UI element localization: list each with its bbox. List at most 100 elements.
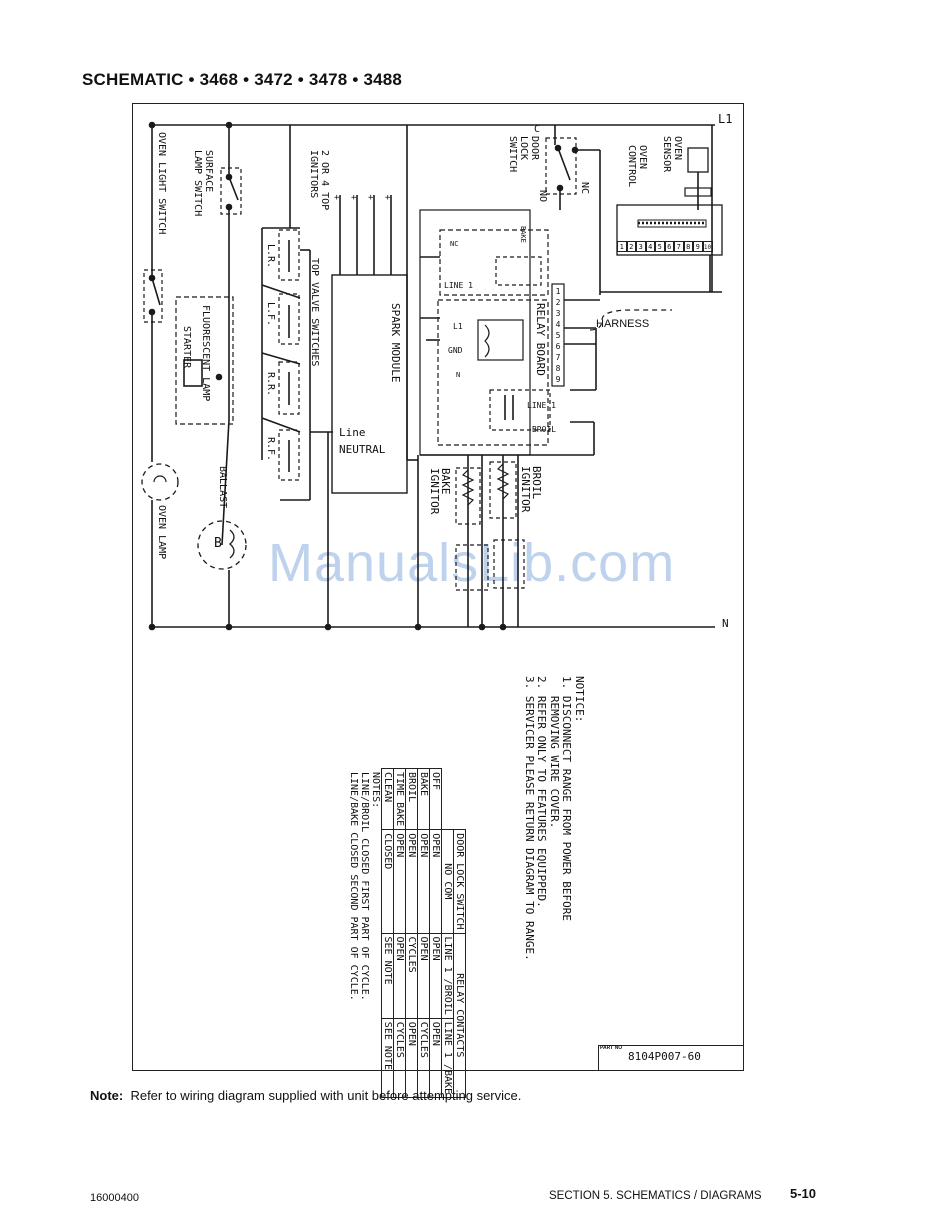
switch-state-table: DOOR LOCK SWITCH RELAY CONTACTS NO COM L…	[381, 768, 466, 1098]
oven-light-switch-label: OVEN LIGHT SWITCH	[156, 132, 167, 235]
no-label: NO	[537, 190, 548, 203]
harness-label: HARNESS	[596, 318, 650, 330]
bake-ignitor-label-2: IGNITOR	[428, 468, 441, 515]
surface-lamp-label-1: SURFACE	[203, 150, 214, 193]
doc-number: 16000400	[90, 1192, 139, 1204]
valve-lr-label: L.R.	[265, 244, 276, 269]
svg-text:+: +	[351, 193, 357, 203]
control-terminal: 8	[683, 241, 693, 252]
door-lock-switch	[545, 125, 601, 295]
valve-rr-label: R.R.	[265, 372, 276, 397]
relay-terminal: 8	[555, 364, 561, 373]
notes-heading: NOTES:	[370, 772, 381, 809]
table-notes: NOTES: LINE/BROIL CLOSED FIRST PART OF C…	[348, 768, 381, 1115]
relay-terminal: 2	[555, 298, 561, 307]
ignitors-label-1: 2 OR 4 TOP	[319, 150, 330, 211]
oven-sensor-label-2: SENSOR	[661, 136, 672, 173]
ballast-symbol: B	[214, 536, 222, 551]
control-terminal: 7	[674, 241, 684, 252]
broil-cell: SEE NOTE	[381, 933, 394, 1019]
switch-state-table-wrap: DOOR LOCK SWITCH RELAY CONTACTS NO COM L…	[308, 768, 466, 1115]
relay-terminal-strip: 1 2 3 4 5 6 7 8 9	[552, 286, 564, 385]
door-lock-label-1: DOOR	[529, 136, 540, 161]
mode-cell: CLEAN	[381, 768, 394, 830]
bake-cell: CYCLES	[417, 1018, 430, 1098]
relay-bake-label: BAKE	[519, 226, 527, 243]
broil-cell: CYCLES	[405, 933, 418, 1019]
bake-cell: SEE NOTE	[381, 1018, 394, 1098]
bake-cell: OPEN	[405, 1018, 418, 1098]
note-line: LINE/BAKE CLOSED SECOND PART OF CYCLE.	[348, 772, 359, 1001]
bake-cell: OPEN	[429, 1018, 442, 1098]
relay-line1-b-label: LINE 1	[527, 401, 556, 410]
control-terminal: 6	[664, 241, 674, 252]
relay-l1-label: L1	[453, 322, 463, 331]
oven-control	[600, 125, 723, 293]
watermark: ManualsLib.com	[268, 533, 676, 593]
page-number: 5-10	[790, 1186, 817, 1201]
ignitor-leads: + + + +	[334, 193, 392, 275]
notice-block: NOTICE: 1. DISCONNECT RANGE FROM POWER B…	[523, 676, 586, 961]
relay-line1-label: LINE 1	[444, 281, 473, 290]
starter-label: STARTER	[181, 326, 192, 369]
page-title: SCHEMATIC • 3468 • 3472 • 3478 • 3488	[82, 70, 403, 89]
control-terminal: 1	[617, 241, 627, 252]
col-bake: LINE 1 /BAKE	[441, 1018, 454, 1098]
notice-heading: NOTICE:	[573, 676, 586, 723]
relay-terminal: 3	[555, 309, 561, 318]
top-valve-switches	[261, 125, 333, 501]
relay-nc-label: NC	[450, 240, 459, 248]
control-terminal: 9	[693, 241, 703, 252]
relay-board	[419, 209, 600, 456]
mode-cell: TIME BAKE	[393, 768, 406, 830]
mode-cell: BROIL	[405, 768, 418, 830]
relay-board-label: RELAY BOARD	[534, 303, 547, 376]
valve-rf-label: R.F.	[265, 437, 276, 462]
oven-control-label-1: OVEN	[637, 145, 648, 170]
relay-broil-label: BROIL	[532, 425, 557, 434]
ignitors-label-2: IGNITORS	[308, 150, 319, 199]
table-row: BAKE OPEN OPEN CYCLES	[417, 768, 430, 1098]
note-label: Note:	[90, 1088, 124, 1103]
relay-terminal: 7	[555, 353, 561, 362]
line-label: Line	[339, 426, 366, 439]
oven-control-label-2: CONTROL	[626, 145, 637, 188]
svg-text:+: +	[334, 193, 340, 203]
ballast-label: BALLAST	[217, 466, 228, 509]
door-lock-label-3: SWITCH	[507, 136, 518, 173]
broil-cell: OPEN	[417, 933, 430, 1019]
notice-item: REMOVING WIRE COVER.	[548, 676, 561, 829]
notice-item: 2. REFER ONLY TO FEATURES EQUIPPED.	[535, 676, 549, 908]
relay-terminal: 9	[555, 375, 561, 384]
relay-terminal: 1	[555, 287, 561, 296]
door-lock-header: DOOR LOCK SWITCH	[453, 829, 466, 934]
table-row: BROIL OPEN CYCLES OPEN	[405, 768, 418, 1098]
spark-module-label: SPARK MODULE	[389, 303, 402, 383]
svg-text:+: +	[368, 193, 374, 203]
bake-cell: CYCLES	[393, 1018, 406, 1098]
broil-cell: OPEN	[429, 933, 442, 1019]
section-label: SECTION 5. SCHEMATICS / DIAGRAMS	[549, 1190, 762, 1202]
control-terminal-strip: 1 2 3 4 5 6 7 8 9 10	[617, 241, 713, 252]
door-cell: OPEN	[405, 829, 418, 934]
valve-lf-label: L.F.	[265, 302, 276, 327]
oven-light-branch	[141, 125, 179, 627]
control-terminal: 3	[636, 241, 646, 252]
broil-ignitor-label-2: IGNITOR	[519, 466, 532, 513]
oven-lamp-label: OVEN LAMP	[156, 505, 167, 560]
svg-text:+: +	[385, 193, 391, 203]
control-terminal: 5	[655, 241, 665, 252]
door-cell: OPEN	[429, 829, 442, 934]
door-cell: OPEN	[393, 829, 406, 934]
neutral-label: NEUTRAL	[339, 443, 386, 456]
fluorescent-lamp-label: FLUORESCENT LAMP	[200, 305, 211, 402]
table-row: OFF OPEN OPEN OPEN	[429, 768, 442, 1098]
relay-n-label: N	[456, 371, 461, 379]
door-lock-label-2: LOCK	[518, 136, 529, 161]
note-line: LINE/BROIL CLOSED FIRST PART OF CYCLE.	[359, 772, 370, 1001]
schematic-frame	[132, 103, 744, 1071]
broil-cell: OPEN	[393, 933, 406, 1019]
relay-terminal: 5	[555, 331, 561, 340]
notice-item: 1. DISCONNECT RANGE FROM POWER BEFORE	[560, 676, 574, 922]
l1-label: L1	[718, 112, 733, 126]
